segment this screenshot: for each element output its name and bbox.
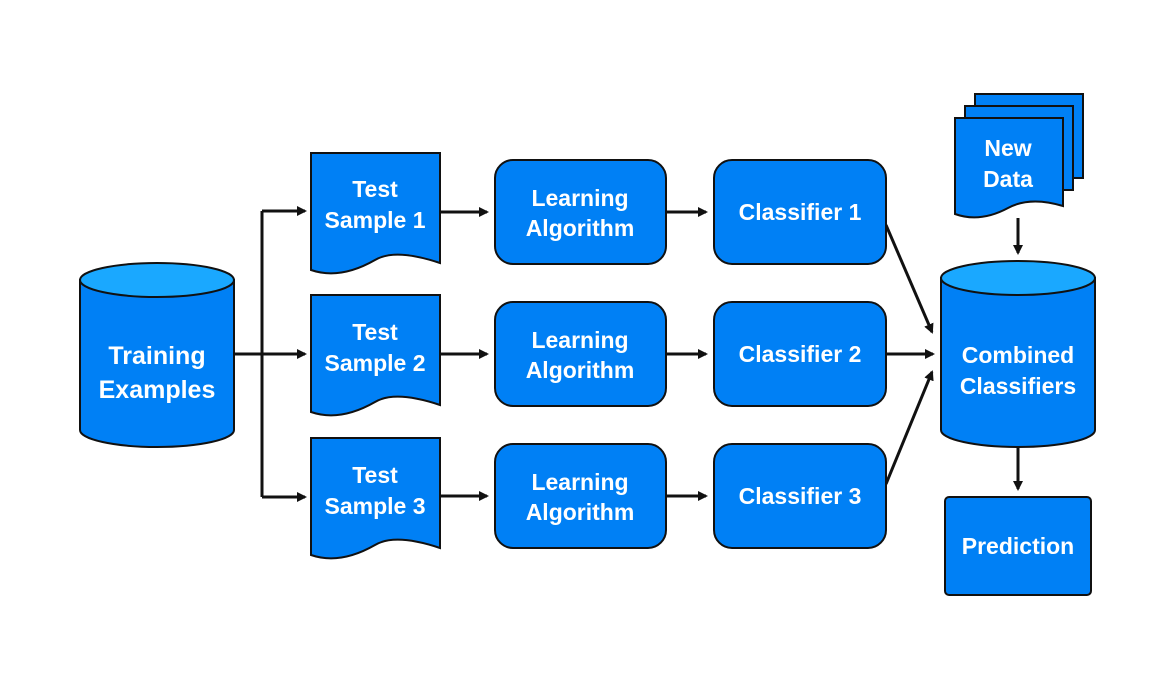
algorithm-label-line-2: Algorithm xyxy=(526,215,635,241)
test-sample-node-1: Test Sample 1 xyxy=(310,152,441,275)
algorithm-label-line-1: Learning xyxy=(531,469,628,495)
training-label-line-2: Examples xyxy=(99,376,216,404)
rounded-box xyxy=(494,443,667,549)
classifier-label: Classifier 1 xyxy=(739,199,862,225)
learning-algorithm-node-1: Learning Algorithm xyxy=(494,159,667,265)
classifier-label: Classifier 3 xyxy=(739,483,862,509)
learning-algorithm-node-3: Learning Algorithm xyxy=(494,443,667,549)
rounded-box xyxy=(713,443,887,549)
new-data-label-line-2: Data xyxy=(983,166,1033,192)
training-cylinder-body xyxy=(79,279,235,448)
test-sample-label-line-1: Test xyxy=(352,462,398,488)
combined-label-line-1: Combined xyxy=(962,342,1074,368)
algorithm-label-line-2: Algorithm xyxy=(526,499,635,525)
rounded-box xyxy=(713,301,887,407)
document-stack-front xyxy=(954,117,1064,219)
combined-classifiers-node: Combined Classifiers xyxy=(940,260,1096,448)
training-label-line-1: Training xyxy=(108,342,205,370)
training-cylinder-top xyxy=(79,262,235,298)
combined-label-line-2: Classifiers xyxy=(960,373,1076,399)
test-sample-label-line-2: Sample 1 xyxy=(325,207,426,233)
test-sample-label-line-2: Sample 2 xyxy=(325,350,426,376)
new-data-label-line-1: New xyxy=(984,135,1031,161)
learning-algorithm-node-2: Learning Algorithm xyxy=(494,301,667,407)
test-sample-node-3: Test Sample 3 xyxy=(310,437,441,560)
test-sample-node-2: Test Sample 2 xyxy=(310,294,441,417)
prediction-node: Prediction xyxy=(944,496,1092,596)
prediction-box xyxy=(944,496,1092,596)
rounded-box xyxy=(494,159,667,265)
combined-cylinder-body xyxy=(940,277,1096,448)
rounded-box xyxy=(494,301,667,407)
classifier-node-3: Classifier 3 xyxy=(713,443,887,549)
algorithm-label-line-1: Learning xyxy=(531,185,628,211)
document-shape xyxy=(310,437,441,560)
rounded-box xyxy=(713,159,887,265)
test-sample-label-line-2: Sample 3 xyxy=(325,493,426,519)
edge-classifier-1-to-combined xyxy=(884,224,934,334)
document-shape xyxy=(310,152,441,275)
test-sample-label-line-1: Test xyxy=(352,319,398,345)
classifier-node-1: Classifier 1 xyxy=(713,159,887,265)
algorithm-label-line-2: Algorithm xyxy=(526,357,635,383)
classifier-node-2: Classifier 2 xyxy=(713,301,887,407)
connectors xyxy=(234,206,1023,502)
new-data-node: New Data xyxy=(954,93,1084,219)
classifier-label: Classifier 2 xyxy=(739,341,862,367)
prediction-label: Prediction xyxy=(962,533,1074,559)
edge-classifier-3-to-combined xyxy=(884,370,934,485)
algorithm-label-line-1: Learning xyxy=(531,327,628,353)
training-examples-node: Training Examples xyxy=(79,262,235,448)
test-sample-label-line-1: Test xyxy=(352,176,398,202)
combined-cylinder-top xyxy=(940,260,1096,296)
document-shape xyxy=(310,294,441,417)
